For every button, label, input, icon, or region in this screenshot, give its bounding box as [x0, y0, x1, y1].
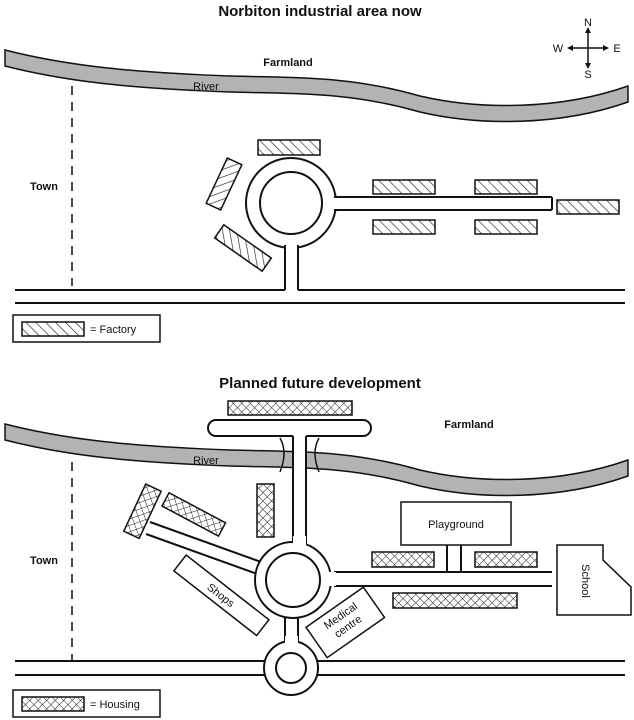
factories — [205, 139, 620, 273]
compass: N S W E — [553, 17, 621, 81]
housing — [227, 400, 353, 416]
playground-label: Playground — [428, 519, 484, 531]
legend-label: = Housing — [90, 699, 140, 711]
factory — [556, 199, 620, 215]
roundabout — [245, 157, 553, 298]
main-road — [15, 660, 625, 676]
housing — [371, 551, 435, 568]
farmland-label: Farmland — [444, 419, 494, 431]
main-road — [15, 289, 625, 304]
north-road — [207, 419, 372, 545]
compass-e: E — [613, 43, 620, 55]
small-roundabout — [263, 636, 319, 696]
housing — [474, 551, 538, 568]
river-label: River — [193, 455, 219, 467]
factory — [372, 179, 436, 195]
roundabout — [254, 536, 336, 619]
compass-w: W — [553, 43, 564, 55]
map-now: Norbiton industrial area now N S W E Riv… — [4, 3, 629, 343]
school-label: School — [579, 564, 591, 598]
river — [4, 49, 629, 123]
town-label: Town — [30, 555, 58, 567]
shops — [172, 554, 270, 637]
legend-factory: = Factory — [12, 314, 161, 343]
compass-n: N — [584, 17, 592, 29]
factory — [474, 219, 538, 235]
map-future: Planned future development River Farmlan… — [4, 375, 632, 718]
compass-s: S — [584, 69, 591, 81]
housing — [160, 491, 227, 538]
river-label: River — [193, 81, 219, 93]
factory — [474, 179, 538, 195]
factory — [205, 156, 243, 212]
factory — [372, 219, 436, 235]
legend-label: = Factory — [90, 324, 137, 336]
housing — [122, 483, 163, 540]
bridge — [279, 437, 320, 473]
map-future-title: Planned future development — [219, 375, 421, 392]
housing — [256, 483, 275, 538]
playground-road — [446, 544, 462, 572]
town-label: Town — [30, 181, 58, 193]
housing — [392, 592, 518, 609]
farmland-label: Farmland — [263, 57, 313, 69]
legend-swatch — [21, 696, 85, 712]
school — [556, 544, 632, 616]
playground — [400, 501, 512, 546]
medical-centre — [304, 586, 386, 659]
map-now-title: Norbiton industrial area now — [218, 3, 422, 20]
housing-blocks — [122, 483, 538, 609]
legend-housing: = Housing — [12, 689, 161, 718]
factory — [213, 223, 273, 273]
east-road — [330, 571, 552, 587]
river — [4, 423, 629, 497]
northwest-road — [145, 521, 265, 576]
factory — [257, 139, 321, 156]
legend-swatch — [21, 321, 85, 337]
